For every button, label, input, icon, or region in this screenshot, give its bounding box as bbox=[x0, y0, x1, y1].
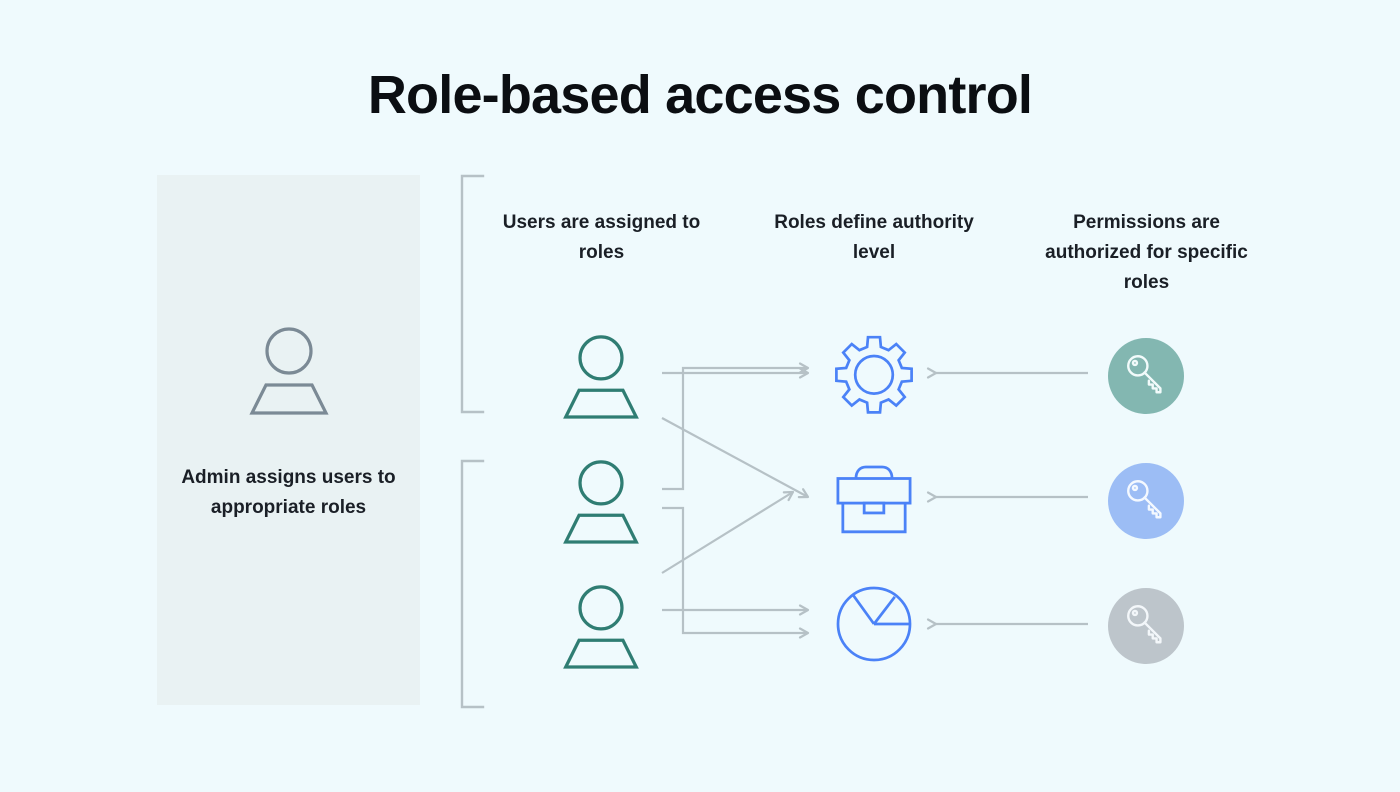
user-icon-3[interactable] bbox=[553, 578, 649, 674]
column-heading-users: Users are assigned to roles bbox=[502, 212, 701, 263]
role-briefcase[interactable] bbox=[826, 453, 922, 549]
admin-icon-wrap bbox=[157, 325, 420, 420]
role-gear[interactable] bbox=[826, 328, 922, 424]
key-badge-teal bbox=[1108, 338, 1184, 414]
key-icon bbox=[1122, 600, 1170, 653]
person-icon bbox=[246, 325, 332, 420]
role-pie-chart[interactable] bbox=[826, 578, 922, 674]
permission-key-1[interactable] bbox=[1098, 328, 1194, 424]
column-heading-roles: Roles define authority level bbox=[774, 212, 974, 263]
wire-user1-to-briefcase bbox=[661, 417, 810, 499]
wire-user2-to-gear bbox=[662, 362, 810, 491]
admin-panel: Admin assigns users to appropriate roles bbox=[157, 175, 420, 705]
permission-key-2[interactable] bbox=[1098, 453, 1194, 549]
gear-icon bbox=[834, 334, 914, 419]
user-icon-1[interactable] bbox=[553, 328, 649, 424]
key-badge-blue bbox=[1108, 463, 1184, 539]
pie-chart-icon bbox=[834, 584, 914, 669]
admin-caption: Admin assigns users to appropriate roles bbox=[181, 467, 396, 518]
column-heading-permissions: Permissions are authorized for specific … bbox=[1045, 212, 1248, 293]
wire-user2-to-pie bbox=[662, 506, 810, 639]
wire-user3-to-briefcase bbox=[661, 490, 795, 574]
bracket-lower bbox=[460, 459, 485, 709]
briefcase-icon bbox=[833, 461, 915, 542]
key-badge-gray bbox=[1108, 588, 1184, 664]
permission-key-3[interactable] bbox=[1098, 578, 1194, 674]
page-title: Role-based access control bbox=[367, 65, 1033, 125]
key-icon bbox=[1122, 350, 1170, 403]
key-icon bbox=[1122, 475, 1170, 528]
user-icon-2[interactable] bbox=[553, 453, 649, 549]
